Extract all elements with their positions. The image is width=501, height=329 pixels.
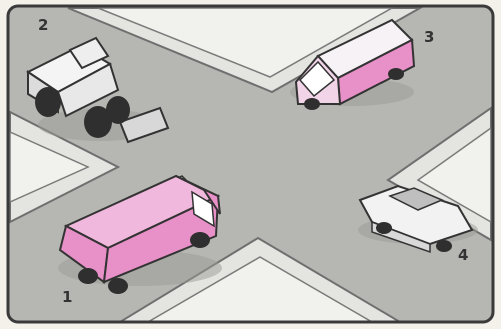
vehicle-number-4: 4 xyxy=(458,246,468,264)
vehicle-number-1: 1 xyxy=(62,288,72,306)
vehicle-number-2: 2 xyxy=(38,16,48,34)
vehicle-number-3: 3 xyxy=(424,28,434,46)
